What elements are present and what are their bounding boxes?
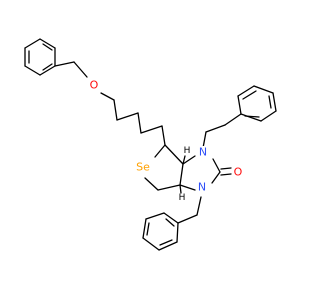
carbonyl-oxygen-label: O [232, 166, 244, 179]
svg-text:O: O [234, 166, 243, 179]
upper-n-benzyl-group [202, 85, 277, 149]
stereo-hydrogen-bonds [179, 155, 186, 194]
svg-text:Se: Se [136, 161, 150, 174]
benzyl-ether-phenyl-ring [24, 38, 56, 76]
svg-text:N: N [199, 146, 207, 159]
ether-oxygen-label: O [88, 79, 100, 92]
pentyl-chain [113, 99, 166, 146]
svg-text:N: N [198, 181, 206, 194]
selenolane-ring [144, 144, 184, 191]
lower-stereo-hydrogen-label: H [179, 193, 186, 203]
upper-nitrogen-label: N [197, 146, 209, 159]
svg-text:H: H [184, 146, 191, 156]
lower-nitrogen-label: N [196, 181, 208, 194]
svg-text:H: H [179, 193, 186, 203]
imidazolidinone-ring [179, 155, 232, 191]
upper-stereo-hydrogen-label: H [184, 146, 191, 156]
molecule-structure-diagram: O Se N N O H H [24, 38, 277, 251]
benzyloxy-linker [54, 61, 115, 101]
svg-text:O: O [90, 79, 99, 92]
atom-labels: O Se N N O H H [88, 79, 244, 203]
lower-n-benzyl-group [142, 196, 202, 251]
selenium-label: Se [134, 161, 152, 174]
